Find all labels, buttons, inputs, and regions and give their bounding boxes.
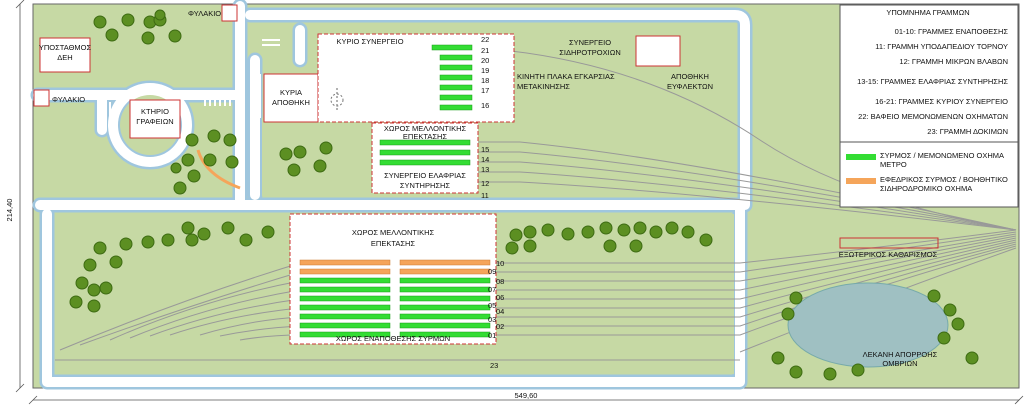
track-number: 06 bbox=[496, 293, 504, 302]
label-main-workshop: ΚΥΡΙΟ ΣΥΝΕΡΓΕΙΟ bbox=[336, 37, 403, 46]
label-wheelset-workshop: ΣΥΝΕΡΓΕΙΟ bbox=[569, 38, 611, 47]
dimension-width: 549,60 bbox=[515, 391, 538, 400]
label-future-expansion-small: ΧΩΡΟΣ ΜΕΛΛΟΝΤΙΚΗΣ bbox=[384, 124, 467, 133]
road-network bbox=[30, 0, 753, 390]
label-flammables-store: ΕΥΦΛΕΚΤΩΝ bbox=[667, 82, 713, 91]
office-building bbox=[129, 99, 181, 139]
track-number: 18 bbox=[481, 76, 489, 85]
track-number: 08 bbox=[496, 277, 504, 286]
legend-line: 13-15: ΓΡΑΜΜΕΣ ΕΛΑΦΡΙΑΣ ΣΥΝΤΗΡΗΣΗΣ bbox=[857, 77, 1008, 86]
dimension-lines bbox=[15, 0, 1024, 405]
track-number: 09 bbox=[488, 267, 496, 276]
label-moving-plate: ΚΙΝΗΤΗ ΠΛΑΚΑ ΕΓΚΑΡΣΙΑΣ bbox=[517, 72, 615, 81]
dimension-height: 214,40 bbox=[5, 199, 14, 222]
label-light-maintenance: ΣΥΝΤΗΡΗΣΗΣ bbox=[400, 181, 451, 190]
label-moving-plate: ΜΕΤΑΚΙΝΗΣΗΣ bbox=[517, 82, 570, 91]
trains-green bbox=[299, 44, 491, 338]
track-number: 22 bbox=[481, 35, 489, 44]
track-number: 13 bbox=[481, 165, 489, 174]
label-guard-top: ΦΥΛΑΚΙΟ bbox=[188, 9, 221, 18]
legend-line: 12: ΓΡΑΜΜΗ ΜΙΚΡΩΝ ΒΛΑΒΩΝ bbox=[899, 57, 1008, 66]
label-office: ΚΤΗΡΙΟ bbox=[141, 107, 169, 116]
track-number: 10 bbox=[496, 259, 504, 268]
track-number: 16 bbox=[481, 101, 489, 110]
legend-green-label: ΣΥΡΜΟΣ / ΜΕΜΟΝΩΜΕΝΟ ΟΧΗΜΑ bbox=[880, 151, 1004, 160]
label-main-warehouse: ΚΥΡΙΑ bbox=[280, 88, 302, 97]
legend-line: 23: ΓΡΑΜΜΗ ΔΟΚΙΜΩΝ bbox=[927, 127, 1008, 136]
track-number: 17 bbox=[481, 86, 489, 95]
legend-line: 22: ΒΑΦΕΙΟ ΜΕΜΟΝΩΜΕΝΩΝ ΟΧΗΜΑΤΩΝ bbox=[858, 112, 1008, 121]
label-future-expansion-big: ΕΠΕΚΤΑΣΗΣ bbox=[371, 239, 416, 248]
track-number: 23 bbox=[490, 361, 498, 370]
track-number: 02 bbox=[496, 322, 504, 331]
stormwater-basin bbox=[787, 282, 949, 368]
label-future-expansion-small: ΕΠΕΚΤΑΣΗΣ bbox=[403, 132, 448, 141]
text-labels: ΥΠΟΜΝΗΜΑ ΓΡΑΜΜΩΝ 01-10: ΓΡΑΜΜΕΣ ΕΝΑΠΟΘΕΣ… bbox=[5, 8, 1008, 400]
guard-house-left bbox=[33, 89, 50, 107]
guard-house-top bbox=[221, 4, 238, 22]
track-number: 21 bbox=[481, 46, 489, 55]
label-wheelset-workshop: ΣΙΔΗΡΟΤΡΟΧΙΩΝ bbox=[559, 48, 621, 57]
label-stormwater-basin: ΟΜΒΡΙΩΝ bbox=[882, 359, 917, 368]
legend-green-label: ΜΕΤΡΟ bbox=[880, 160, 907, 169]
legend-swatch-green bbox=[846, 154, 876, 160]
legend-line: 01-10: ΓΡΑΜΜΕΣ ΕΝΑΠΟΘΕΣΗΣ bbox=[895, 27, 1009, 36]
legend-line: 16-21: ΓΡΑΜΜΕΣ ΚΥΡΙΟΥ ΣΥΝΕΡΓΕΙΟ bbox=[875, 97, 1008, 106]
track-number: 15 bbox=[481, 145, 489, 154]
track-number: 14 bbox=[481, 155, 489, 164]
track-number: 11 bbox=[481, 191, 489, 200]
parking-area bbox=[104, 39, 280, 125]
legend-line: 11: ΓΡΑΜΜΗ ΥΠΟΔΑΠΕΔΙΟΥ ΤΟΡΝΟΥ bbox=[875, 42, 1008, 51]
label-future-expansion-big: ΧΩΡΟΣ ΜΕΛΛΟΝΤΙΚΗΣ bbox=[352, 228, 435, 237]
track-number: 03 bbox=[488, 315, 496, 324]
future-expansion-small-area bbox=[371, 122, 479, 194]
label-substation: ΔΕΗ bbox=[57, 53, 72, 62]
external-cleaning-zone bbox=[839, 237, 939, 249]
label-flammables-store: ΑΠΟΘΗΚΗ bbox=[671, 72, 709, 81]
legend-box bbox=[839, 4, 1019, 208]
label-storage-area: ΧΩΡΟΣ ΕΝΑΠΟΘΕΣΗΣ ΣΥΡΜΩΝ bbox=[336, 334, 450, 343]
label-external-cleaning: ΕΞΩΤΕΡΙΚΟΣ ΚΑΘΑΡΙΣΜΟΣ bbox=[839, 250, 938, 259]
track-number: 01 bbox=[488, 331, 496, 340]
trees bbox=[69, 9, 979, 381]
main-warehouse-building bbox=[263, 73, 319, 123]
label-office: ΓΡΑΦΕΙΩΝ bbox=[136, 117, 173, 126]
label-substation: ΥΠΟΣΤΑΘΜΟΣ bbox=[39, 43, 92, 52]
legend bbox=[839, 4, 1019, 208]
legend-title: ΥΠΟΜΝΗΜΑ ΓΡΑΜΜΩΝ bbox=[886, 8, 969, 17]
legend-orange-label: ΕΦΕΔΡΙΚΟΣ ΣΥΡΜΟΣ / ΒΟΗΘΗΤΙΚΟ bbox=[880, 175, 1008, 184]
wheelset-workshop-building bbox=[635, 35, 681, 67]
track-number: 20 bbox=[481, 56, 489, 65]
substation-building bbox=[39, 37, 91, 73]
label-main-warehouse: ΑΠΟΘΗΚΗ bbox=[272, 98, 310, 107]
turntable-circle bbox=[330, 93, 344, 107]
track-number: 19 bbox=[481, 66, 489, 75]
track-number: 07 bbox=[488, 285, 496, 294]
track-number: 04 bbox=[496, 307, 504, 316]
legend-orange-label: ΣΙΔΗΡΟΔΡΟΜΙΚΟ ΟΧΗΜΑ bbox=[880, 184, 972, 193]
track-number: 12 bbox=[481, 179, 489, 188]
legend-swatch-orange bbox=[846, 178, 876, 184]
label-guard-left: ΦΥΛΑΚΙΟ bbox=[52, 95, 85, 104]
track-number: 05 bbox=[488, 301, 496, 310]
main-workshop-building bbox=[317, 33, 515, 123]
label-stormwater-basin: ΛΕΚΑΝΗ ΑΠΟΡΡΟΗΣ bbox=[863, 350, 938, 359]
label-light-maintenance: ΣΥΝΕΡΓΕΙΟ ΕΛΑΦΡΙΑΣ bbox=[384, 171, 466, 180]
trains-orange bbox=[196, 149, 491, 275]
